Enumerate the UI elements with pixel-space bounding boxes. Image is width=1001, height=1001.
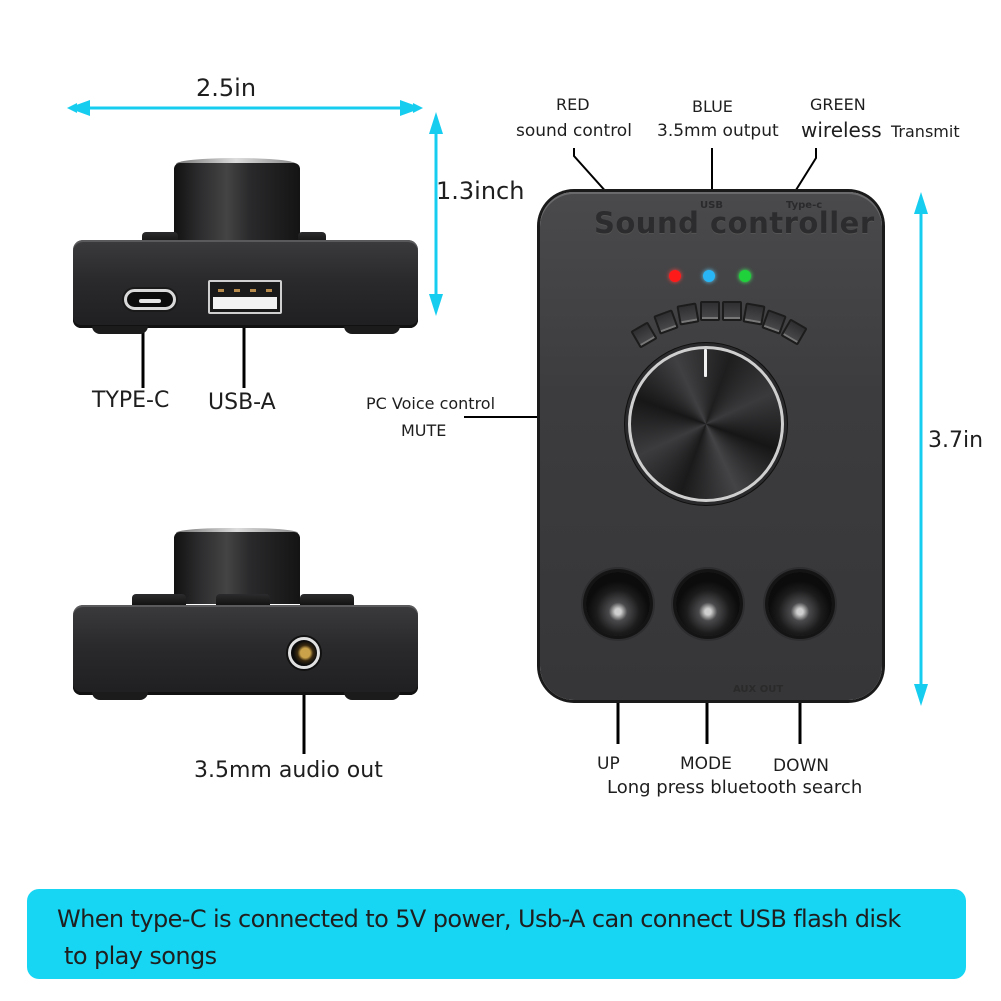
green-callout-desc: wireless <box>801 118 882 142</box>
red-callout-title: RED <box>556 95 590 114</box>
panel-title: Sound controller <box>594 206 875 240</box>
banner-text: When type-C is connected to 5V power, Us… <box>57 901 957 975</box>
usba-label: USB-A <box>208 390 276 415</box>
blue-led-indicator <box>703 270 715 282</box>
usb-a-port-icon <box>208 280 282 314</box>
button-stub <box>132 594 186 606</box>
audio-out-label: 3.5mm audio out <box>194 758 383 783</box>
device-foot <box>92 326 148 334</box>
button-stub <box>216 594 270 606</box>
button-stub <box>300 594 354 606</box>
typec-label: TYPE-C <box>92 388 170 413</box>
level-segment <box>722 301 742 321</box>
panel-usb-label: USB <box>700 200 723 211</box>
blue-callout-desc: 3.5mm output <box>657 121 779 141</box>
up-label: UP <box>597 754 620 774</box>
depth-dimension-label: 1.3inch <box>436 177 525 205</box>
level-segment <box>676 302 700 326</box>
red-callout-desc: sound control <box>516 121 632 141</box>
device-side-body <box>73 605 418 695</box>
green-callout-title: GREEN <box>810 95 866 114</box>
panel-typec-label: Type-c <box>786 200 823 211</box>
mode-button[interactable] <box>676 572 740 636</box>
mode-long-press-note: Long press bluetooth search <box>607 777 863 798</box>
usb-c-port-icon <box>124 289 176 310</box>
height-dimension-label: 3.7in <box>928 428 984 453</box>
panel-aux-out-label: AUX OUT <box>733 684 784 695</box>
banner-line-1: When type-C is connected to 5V power, Us… <box>57 905 901 933</box>
green-led-indicator <box>739 270 751 282</box>
mode-label: MODE <box>680 754 732 774</box>
up-button[interactable] <box>586 572 650 636</box>
knob-cylinder <box>174 532 300 604</box>
knob-callout-line1: PC Voice control <box>366 394 496 413</box>
info-banner: When type-C is connected to 5V power, Us… <box>27 889 966 979</box>
device-foot <box>344 692 400 700</box>
red-led-indicator <box>669 270 681 282</box>
knob-callout-line2: MUTE <box>401 421 447 440</box>
down-label: DOWN <box>773 756 829 776</box>
blue-callout-title: BLUE <box>692 97 733 116</box>
knob-indicator-mark <box>704 349 707 377</box>
green-callout-extra: Transmit <box>891 122 960 141</box>
banner-line-2: to play songs <box>57 942 217 970</box>
device-foot <box>344 326 400 334</box>
level-segment <box>700 301 720 321</box>
down-button[interactable] <box>768 572 832 636</box>
width-dimension-label: 2.5in <box>196 74 257 102</box>
device-foot <box>92 692 148 700</box>
knob-cylinder <box>174 163 300 245</box>
audio-jack-icon <box>288 637 320 669</box>
